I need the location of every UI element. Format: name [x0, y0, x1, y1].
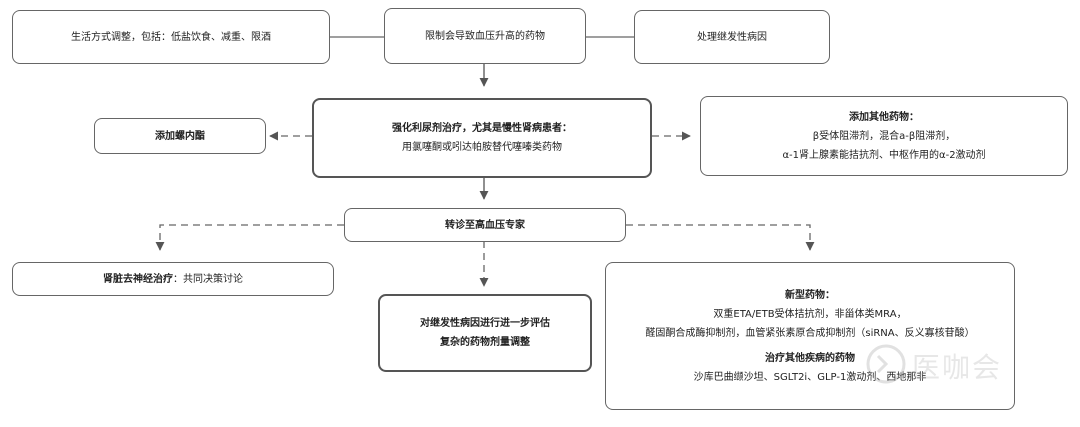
secondary-cause-box: 处理继发性病因: [634, 10, 830, 64]
evaluation-line2: 复杂的药物剂量调整: [440, 337, 530, 348]
new-drugs-title: 新型药物：: [785, 289, 835, 301]
new-drugs-line1: 双重ETA/ETB受体拮抗剂，非甾体类MRA，: [713, 308, 907, 320]
lifestyle-text: 生活方式调整，包括：低盐饮食、减重、限酒: [71, 31, 271, 43]
other-drugs-title: 添加其他药物：: [849, 111, 919, 123]
evaluation-line1: 对继发性病因进行进一步评估: [420, 318, 550, 329]
diuretic-title: 强化利尿剂治疗，尤其是慢性肾病患者：: [392, 123, 572, 134]
new-drugs-box: 新型药物： 双重ETA/ETB受体拮抗剂，非甾体类MRA， 醛固酮合成酶抑制剂，…: [605, 262, 1015, 410]
watermark: 医咖会: [860, 340, 1060, 390]
lifestyle-box: 生活方式调整，包括：低盐饮食、减重、限酒: [12, 10, 330, 64]
spironolactone-text: 添加螺内酯: [155, 130, 205, 142]
arrow-to-renal: [155, 224, 344, 251]
diuretic-text: 用氯噻酮或吲达帕胺替代噻嗪类药物: [402, 142, 562, 153]
limit-drugs-box: 限制会导致血压升高的药物: [384, 8, 586, 64]
arrow-to-new-drugs: [626, 224, 815, 251]
evaluation-box: 对继发性病因进行进一步评估 复杂的药物剂量调整: [378, 294, 592, 372]
renal-denervation-box: 肾脏去神经治疗：共同决策讨论: [12, 262, 334, 296]
other-drugs-line1: β受体阻滞剂，混合a-β阻滞剂，: [812, 130, 956, 142]
renal-title: 肾脏去神经治疗: [103, 273, 173, 285]
watermark-logo-icon: [866, 344, 906, 384]
renal-text: ：共同决策讨论: [173, 273, 243, 285]
referral-text: 转诊至高血压专家: [445, 219, 525, 231]
new-drugs-line2: 醛固酮合成酶抑制剂，血管紧张素原合成抑制剂（siRNA、反义寡核苷酸）: [645, 327, 975, 339]
new-drugs-line3: 沙库巴曲缬沙坦、SGLT2i、GLP-1激动剂、西地那非: [693, 371, 927, 383]
other-drugs-box: 添加其他药物： β受体阻滞剂，混合a-β阻滞剂， α-1肾上腺素能拮抗剂、中枢作…: [700, 96, 1068, 176]
other-disease-drugs-title: 治疗其他疾病的药物: [765, 352, 855, 364]
spironolactone-box: 添加螺内酯: [94, 118, 266, 154]
watermark-text: 医咖会: [912, 351, 1003, 384]
secondary-cause-text: 处理继发性病因: [697, 31, 767, 43]
diuretic-box: 强化利尿剂治疗，尤其是慢性肾病患者： 用氯噻酮或吲达帕胺替代噻嗪类药物: [312, 98, 652, 178]
other-drugs-line2: α-1肾上腺素能拮抗剂、中枢作用的α-2激动剂: [782, 149, 986, 161]
limit-drugs-text: 限制会导致血压升高的药物: [425, 30, 545, 42]
referral-box: 转诊至高血压专家: [344, 208, 626, 242]
